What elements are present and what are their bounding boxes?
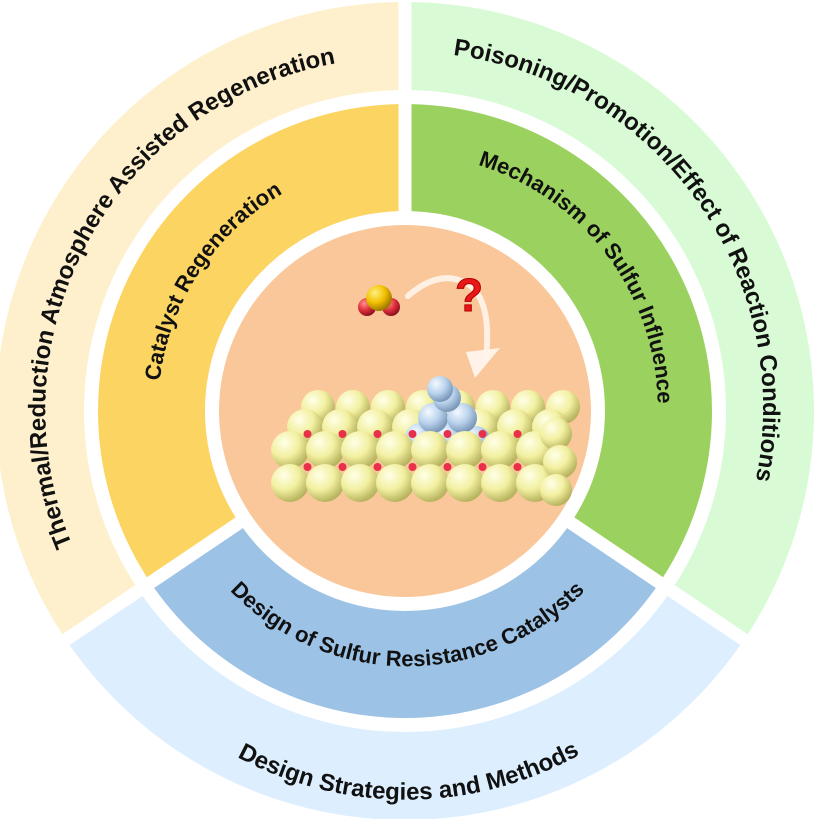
support-atom	[446, 431, 484, 469]
lattice-oxygen	[443, 463, 452, 471]
support-atom	[341, 464, 379, 502]
ring-outer-mechanism	[411, 2, 814, 635]
sulfur-atom	[366, 285, 392, 311]
arrow-curve	[405, 275, 491, 361]
support-atom	[376, 464, 414, 502]
lattice-oxygen	[408, 463, 417, 471]
ring-outer-design	[69, 595, 741, 819]
lattice-oxygen	[513, 430, 522, 438]
lattice-oxygen	[513, 463, 522, 471]
support-atom	[271, 464, 309, 502]
question-mark-icon: ?	[455, 269, 483, 321]
support-atom	[411, 431, 449, 469]
lattice-oxygen	[303, 463, 312, 471]
lattice-oxygen	[373, 430, 382, 438]
catalyst-surface-illustration	[271, 376, 580, 506]
metal-cluster-atom	[418, 403, 448, 433]
metal-cluster-atom	[447, 403, 477, 433]
lattice-oxygen	[338, 463, 347, 471]
lattice-oxygen	[373, 463, 382, 471]
support-atom	[271, 431, 309, 469]
ring-inner-regeneration	[97, 104, 399, 578]
lattice-oxygen	[338, 430, 347, 438]
ring-inner-mechanism	[411, 104, 712, 578]
metal-cluster-atom	[427, 376, 453, 402]
arrow-head-icon	[466, 348, 500, 378]
support-atom	[376, 431, 414, 469]
adsorption-arrow	[405, 275, 500, 378]
support-atom	[306, 464, 344, 502]
support-atom	[481, 431, 519, 469]
lattice-oxygen	[408, 430, 417, 438]
ring-outer-regeneration	[0, 2, 399, 635]
lattice-oxygen	[478, 430, 487, 438]
lattice-oxygen	[478, 463, 487, 471]
support-atom	[341, 431, 379, 469]
support-atom	[540, 474, 572, 506]
support-atom	[543, 445, 577, 479]
support-atom	[481, 464, 519, 502]
lattice-oxygen	[303, 430, 312, 438]
support-atom	[540, 418, 572, 450]
ring-inner-design	[154, 528, 656, 718]
lattice-oxygen	[443, 430, 452, 438]
support-atom	[306, 431, 344, 469]
support-atom	[446, 464, 484, 502]
support-atom	[411, 464, 449, 502]
so2-molecule	[358, 285, 400, 316]
